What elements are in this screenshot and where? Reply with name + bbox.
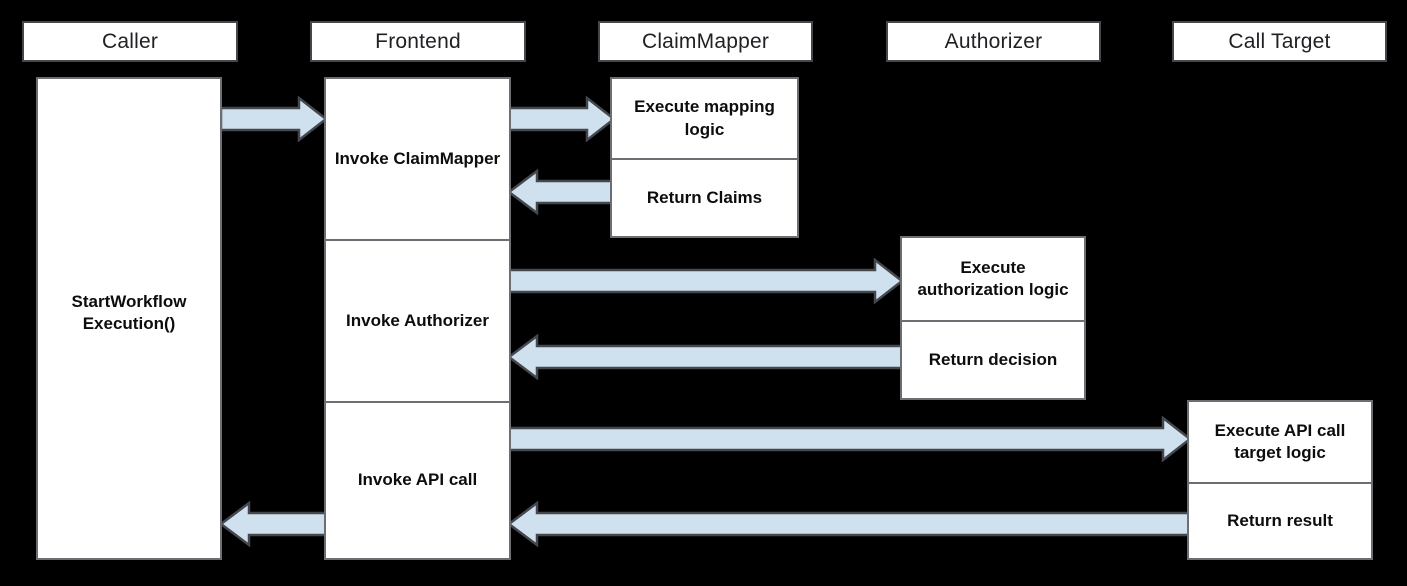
activity-cell-invoke-api-call: Invoke API call xyxy=(326,401,509,558)
activity-cell-return-claims: Return Claims xyxy=(612,158,797,236)
activity-cell-label: Return decision xyxy=(928,349,1058,369)
activity-cell-execute-mapping-logic: Execute mapping logic xyxy=(612,79,797,158)
activity-cell-label: Invoke Authorizer xyxy=(346,310,489,330)
activity-cell-label: Execute mapping logic xyxy=(634,97,775,139)
activity-cell-return-decision: Return decision xyxy=(902,320,1084,398)
activity-cell-label: StartWorkflow Execution() xyxy=(71,292,187,334)
activity-cell-label: Return result xyxy=(1227,510,1333,530)
lane-header-frontend: Frontend xyxy=(310,21,526,62)
activity-cell-return-result: Return result xyxy=(1189,482,1371,558)
lane-body-authorizer: Execute authorization logic Return decis… xyxy=(900,236,1086,400)
message-arrow-calltarget-to-frontend xyxy=(506,501,1192,547)
message-arrow-frontend-to-authorizer xyxy=(508,258,904,304)
activity-cell-invoke-authorizer: Invoke Authorizer xyxy=(326,239,509,401)
message-arrow-frontend-to-claimmapper xyxy=(508,96,616,142)
activity-cell-label: Invoke API call xyxy=(357,470,478,490)
lane-body-frontend: Invoke ClaimMapper Invoke Authorizer Inv… xyxy=(324,77,511,560)
message-arrow-caller-to-frontend xyxy=(220,96,328,142)
lane-header-label: Call Target xyxy=(1228,29,1331,53)
activity-cell-label: Invoke ClaimMapper xyxy=(334,148,501,168)
activity-cell-label: Execute API call target logic xyxy=(1214,420,1346,462)
lane-header-label: Frontend xyxy=(375,29,461,53)
lane-body-calltarget: Execute API call target logic Return res… xyxy=(1187,400,1373,560)
lane-header-claimmapper: ClaimMapper xyxy=(598,21,813,62)
activity-cell-invoke-claimmapper: Invoke ClaimMapper xyxy=(326,79,509,239)
activity-cell-execute-api-call-target-logic: Execute API call target logic xyxy=(1189,402,1371,482)
message-arrow-frontend-to-caller xyxy=(218,501,330,547)
activity-cell-execute-authorization-logic: Execute authorization logic xyxy=(902,238,1084,320)
lane-body-claimmapper: Execute mapping logic Return Claims xyxy=(610,77,799,238)
activity-cell-label: Execute authorization logic xyxy=(917,257,1069,299)
lane-header-label: Caller xyxy=(101,29,159,53)
lane-body-caller: StartWorkflow Execution() xyxy=(36,77,222,560)
lane-header-caller: Caller xyxy=(22,21,238,62)
lane-header-calltarget: Call Target xyxy=(1172,21,1387,62)
lane-header-authorizer: Authorizer xyxy=(886,21,1101,62)
activity-cell-start-workflow-execution: StartWorkflow Execution() xyxy=(38,79,220,558)
activity-cell-label: Return Claims xyxy=(646,187,763,207)
message-arrow-claimmapper-to-frontend xyxy=(506,169,618,215)
lane-header-label: ClaimMapper xyxy=(641,29,770,53)
lane-header-label: Authorizer xyxy=(944,29,1043,53)
message-arrow-frontend-to-calltarget xyxy=(508,416,1192,462)
message-arrow-authorizer-to-frontend xyxy=(506,334,904,380)
